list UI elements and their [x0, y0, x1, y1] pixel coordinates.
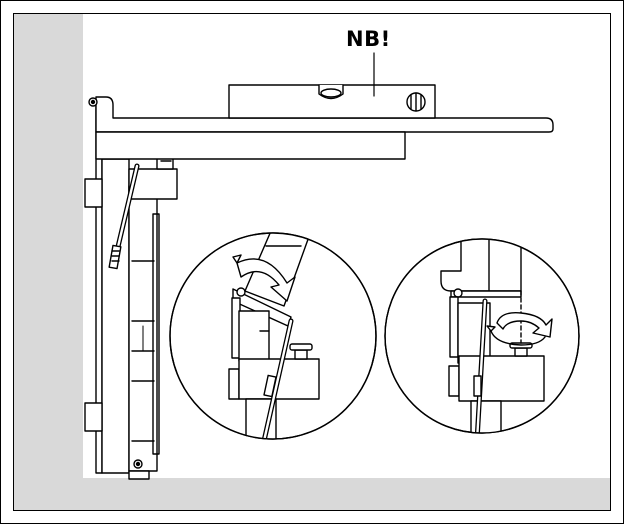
table-top — [88, 96, 554, 160]
detail-circle-right — [384, 238, 580, 434]
background-panel-left — [14, 14, 83, 478]
rotate-arrow-icon — [232, 254, 296, 302]
screw-icon — [486, 312, 553, 346]
detail-circle-left — [169, 232, 377, 440]
support-strut — [108, 163, 140, 270]
callout-label: NB! — [346, 27, 391, 51]
background-panel-bottom — [14, 478, 611, 511]
spirit-level-icon — [228, 84, 436, 119]
